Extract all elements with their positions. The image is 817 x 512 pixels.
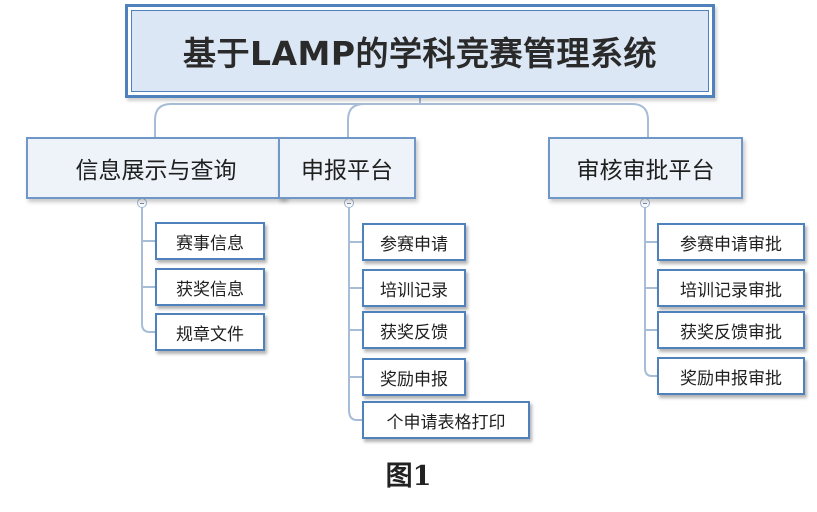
leaf-node-reward-declaration: 奖励申报 [362,358,466,396]
leaf-node-training-approval: 培训记录审批 [657,269,805,307]
collapse-toggle-branch-3[interactable] [640,198,650,208]
branch-node-application-platform: 申报平台 [278,137,416,199]
leaf-node-feedback-approval: 获奖反馈审批 [657,311,805,349]
leaf-node-event-info: 赛事信息 [155,222,265,260]
leaf-node-award-info: 获奖信息 [155,268,265,306]
leaf-node-form-printing: 个申请表格打印 [362,401,530,439]
branch-node-info-display: 信息展示与查询 [26,137,286,199]
leaf-node-entry-application: 参赛申请 [362,223,466,261]
leaf-node-training-record: 培训记录 [362,269,466,307]
leaf-node-entry-approval: 参赛申请审批 [657,223,805,261]
root-node: 基于LAMP的学科竞赛管理系统 [125,4,715,98]
leaf-node-reward-approval: 奖励申报审批 [657,357,805,395]
collapse-toggle-branch-2[interactable] [344,198,354,208]
branch-node-review-platform: 审核审批平台 [548,137,743,199]
leaf-node-award-feedback: 获奖反馈 [362,311,466,349]
figure-caption: 图1 [385,461,432,492]
leaf-node-regulation-docs: 规章文件 [155,313,265,351]
collapse-toggle-branch-1[interactable] [137,198,147,208]
